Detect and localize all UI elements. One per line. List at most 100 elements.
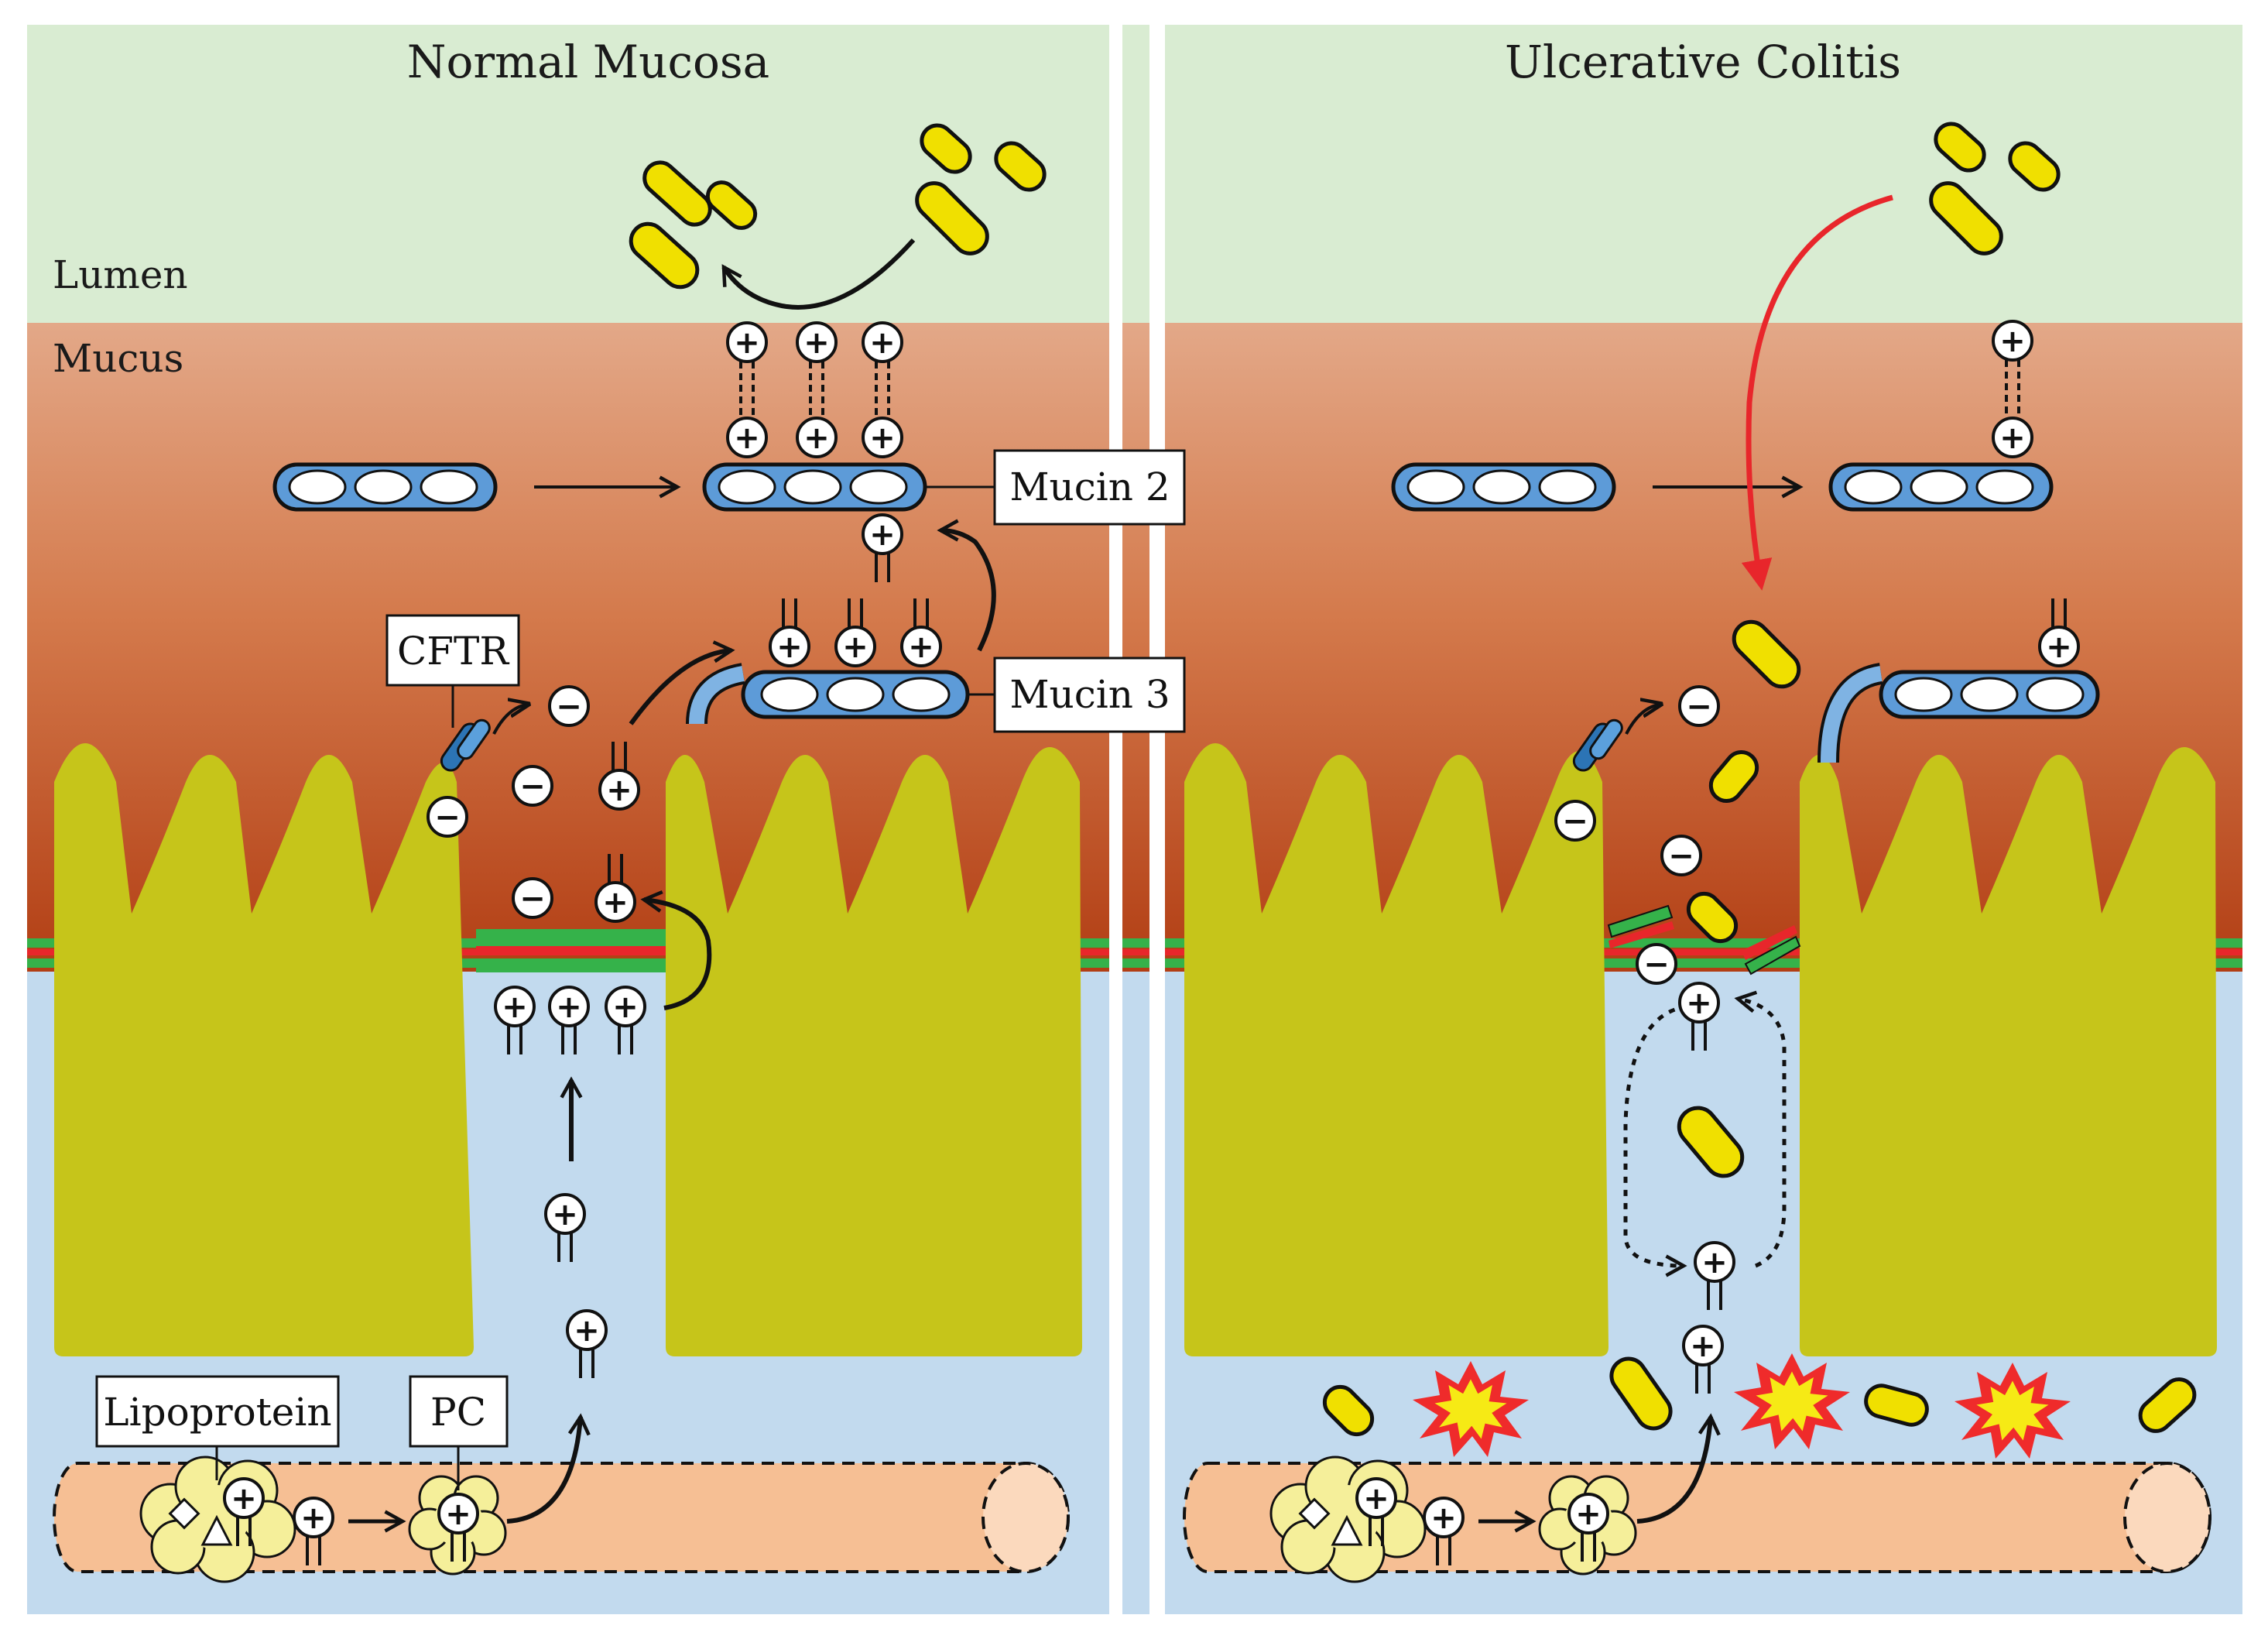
phosphatidylcholine: + <box>594 881 636 923</box>
phosphatidylcholine: + <box>437 1493 479 1534</box>
bacterium <box>2008 141 2061 192</box>
phosphatidylcholine: + <box>1992 320 2033 362</box>
cftr-channel-right <box>1572 718 1623 772</box>
phosphatidylcholine: + <box>223 1477 265 1519</box>
bacterium <box>642 160 712 227</box>
phosphatidylcholine: + <box>862 417 903 458</box>
lumen-layer-right <box>1165 25 2242 323</box>
bacterium <box>1732 619 1801 689</box>
phosphatidylcholine: + <box>1423 1497 1465 1538</box>
phosphatidylcholine: + <box>769 626 810 667</box>
bacterium <box>920 123 972 174</box>
negative-charge: − <box>1660 835 1702 876</box>
arrow-dotted-loop-return <box>1734 990 1787 1268</box>
bacterium <box>2138 1377 2197 1433</box>
tight-junction-broken-right <box>1607 904 1801 976</box>
label-box-lipoprotein: Lipoprotein <box>95 1375 340 1480</box>
arrow-pc-to-mucus <box>640 890 712 1010</box>
label-lipoprotein: Lipoprotein <box>103 1390 331 1435</box>
phosphatidylcholine: + <box>1682 1325 1724 1366</box>
bacterium <box>705 180 758 230</box>
arrow-cftr-right <box>1625 705 1659 735</box>
lumen-layer <box>27 25 1109 323</box>
arrow-pc-to-mucin2 <box>937 519 996 652</box>
mucin2-free-right <box>1391 462 1616 512</box>
arrow-bacteria-repelled <box>721 238 916 310</box>
svg-text:+: + <box>612 989 639 1025</box>
svg-text:+: + <box>300 1500 327 1536</box>
phosphatidylcholine: + <box>862 513 903 555</box>
bacterium <box>1322 1384 1375 1437</box>
mucin2-bound-right <box>1828 462 2054 512</box>
svg-text:−: − <box>1668 838 1694 874</box>
arrow-bacteria-penetration <box>1741 194 1893 591</box>
phosphatidylcholine: + <box>726 321 768 363</box>
tight-junction-left-crypt <box>476 929 666 972</box>
phosphatidylcholine: + <box>1992 417 2033 458</box>
svg-text:+: + <box>552 1197 578 1233</box>
svg-text:+: + <box>776 629 803 665</box>
svg-text:−: − <box>1686 689 1712 725</box>
svg-text:+: + <box>602 885 629 921</box>
negative-charge: − <box>1678 685 1720 727</box>
svg-text:+: + <box>1363 1481 1389 1517</box>
phosphatidylcholine: + <box>293 1497 334 1538</box>
phosphatidylcholine: + <box>1694 1241 1735 1283</box>
svg-text:+: + <box>1430 1500 1457 1536</box>
negative-charge: − <box>548 685 590 727</box>
bacterium <box>915 181 989 255</box>
label-box-pc: PC <box>409 1375 509 1490</box>
arrow-pc-up-vessel <box>506 1413 591 1524</box>
svg-text:+: + <box>1690 1329 1716 1364</box>
bacterium <box>1686 891 1739 944</box>
phosphatidylcholine: + <box>726 417 768 458</box>
svg-text:+: + <box>734 420 760 456</box>
phosphatidylcholine: + <box>494 986 536 1027</box>
label-cftr: CFTR <box>397 629 509 674</box>
negative-charge: − <box>512 765 553 807</box>
svg-text:+: + <box>231 1481 257 1517</box>
svg-text:+: + <box>556 989 582 1025</box>
label-pc: PC <box>430 1390 486 1435</box>
svg-text:+: + <box>842 629 868 665</box>
inflammation-bursts <box>1413 1353 2071 1459</box>
svg-text:+: + <box>803 325 830 361</box>
label-mucin2: Mucin 2 <box>1009 465 1170 509</box>
phosphatidylcholine: + <box>1678 982 1720 1024</box>
bacteria-group <box>629 122 2197 1437</box>
svg-text:−: − <box>1562 804 1588 839</box>
blood-vessel-right <box>1183 1462 2211 1573</box>
svg-text:+: + <box>606 773 632 808</box>
epithelium-right <box>1184 743 2217 1356</box>
phosphatidylcholine: + <box>900 626 942 667</box>
svg-text:+: + <box>445 1497 471 1532</box>
label-box-mucin2: Mucin 2 <box>925 449 1186 526</box>
phosphatidylcholine: + <box>544 1193 586 1235</box>
svg-text:+: + <box>502 989 528 1025</box>
svg-text:+: + <box>1575 1497 1602 1532</box>
bacterium <box>629 221 700 290</box>
negative-charge: − <box>1554 800 1596 842</box>
bacterium <box>1934 122 1986 173</box>
label-lumen: Lumen <box>53 252 188 297</box>
arrow-cftr-left <box>492 705 526 735</box>
bacterium <box>994 141 1047 192</box>
cftr-channel-left <box>440 718 491 772</box>
phosphatidylcholine: + <box>2038 626 2080 667</box>
mucin2-free-left <box>272 462 498 512</box>
negative-charge: − <box>427 796 468 838</box>
negative-charge: − <box>1636 943 1677 985</box>
svg-text:+: + <box>734 325 760 361</box>
svg-text:+: + <box>1701 1245 1728 1281</box>
phosphatidylcholine: + <box>862 321 903 363</box>
negative-charge: − <box>512 877 553 919</box>
svg-text:−: − <box>519 769 546 804</box>
bacterium <box>1864 1384 1929 1427</box>
svg-text:+: + <box>803 420 830 456</box>
label-box-cftr: CFTR <box>385 614 520 728</box>
phosphatidylcholine: + <box>605 986 646 1027</box>
svg-text:+: + <box>908 629 934 665</box>
phosphatidylcholine: + <box>566 1309 608 1351</box>
phosphatidylcholine: + <box>796 417 838 458</box>
